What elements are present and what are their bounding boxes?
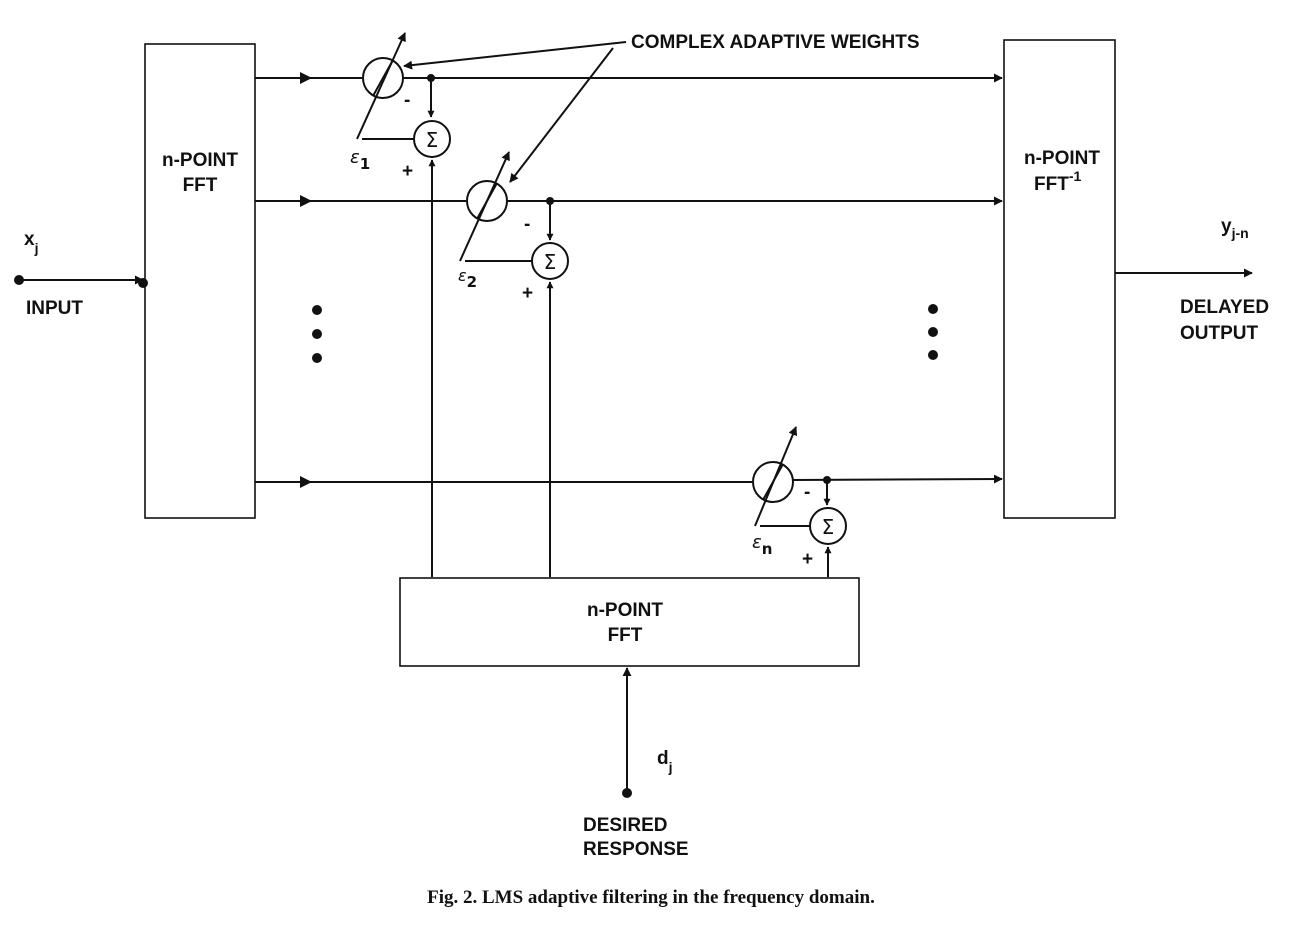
svg-text:Σ: Σ bbox=[426, 128, 439, 152]
desired-label-line1: DESIRED bbox=[583, 815, 667, 836]
svg-text:-: - bbox=[804, 482, 810, 503]
svg-text:-: - bbox=[524, 214, 530, 235]
channel-n: Σ - + εn bbox=[255, 426, 1003, 570]
desired-symbol: dj bbox=[657, 748, 673, 775]
svg-text:Σ: Σ bbox=[822, 515, 835, 539]
input-junction bbox=[138, 278, 148, 288]
desired-label-line2: RESPONSE bbox=[583, 839, 689, 860]
desired-feeds bbox=[428, 159, 832, 577]
desired-fft-label-line2: FFT bbox=[608, 625, 643, 646]
input-symbol: xj bbox=[24, 229, 38, 256]
weights-label: COMPLEX ADAPTIVE WEIGHTS bbox=[631, 32, 920, 53]
desired-signal: dj DESIRED RESPONSE bbox=[583, 667, 689, 860]
inverse-fft-label-line1: n-POINT bbox=[1024, 148, 1100, 169]
weight-1-adjust-arrow bbox=[356, 32, 406, 140]
input-signal: xj INPUT bbox=[14, 229, 148, 319]
input-fft-block: n-POINT FFT bbox=[144, 43, 256, 519]
input-fft-label-line2: FFT bbox=[183, 175, 218, 196]
input-fft-label-line1: n-POINT bbox=[162, 150, 238, 171]
svg-text:+: + bbox=[802, 549, 813, 570]
error-2-label: ε2 bbox=[458, 266, 477, 291]
channel-2: Σ - + ε2 bbox=[255, 151, 1003, 304]
channel-ellipsis-right bbox=[928, 304, 938, 360]
desired-fft-label-line1: n-POINT bbox=[587, 600, 663, 621]
figure-caption: Fig. 2. LMS adaptive filtering in the fr… bbox=[427, 887, 875, 908]
desired-fft-block: n-POINT FFT bbox=[399, 577, 860, 667]
output-symbol: yj-n bbox=[1221, 216, 1249, 241]
weight-2-adjust-arrow bbox=[459, 151, 510, 262]
weight-n-adjust-arrow bbox=[754, 426, 798, 527]
error-1-label: ε1 bbox=[350, 147, 370, 173]
inverse-fft-block: n-POINT FFT-1 bbox=[1003, 39, 1116, 519]
channel-1-mid-arrow bbox=[300, 72, 312, 84]
output-label-line1: DELAYED bbox=[1180, 297, 1269, 318]
weights-annotation: COMPLEX ADAPTIVE WEIGHTS bbox=[403, 32, 920, 183]
svg-text:+: + bbox=[522, 283, 533, 304]
error-n-label: εn bbox=[752, 532, 772, 558]
output-label-line2: OUTPUT bbox=[1180, 323, 1259, 344]
channel-ellipsis-left bbox=[312, 305, 322, 363]
svg-text:-: - bbox=[404, 90, 410, 111]
svg-text:Σ: Σ bbox=[544, 250, 557, 274]
output-signal: yj-n DELAYED OUTPUT bbox=[1115, 216, 1269, 344]
channel-1: Σ - + ε1 bbox=[255, 32, 1003, 182]
inverse-fft-label-line2: FFT-1 bbox=[1034, 168, 1081, 195]
svg-text:+: + bbox=[402, 161, 413, 182]
input-label: INPUT bbox=[26, 298, 83, 319]
weight-n-icon bbox=[752, 461, 794, 503]
